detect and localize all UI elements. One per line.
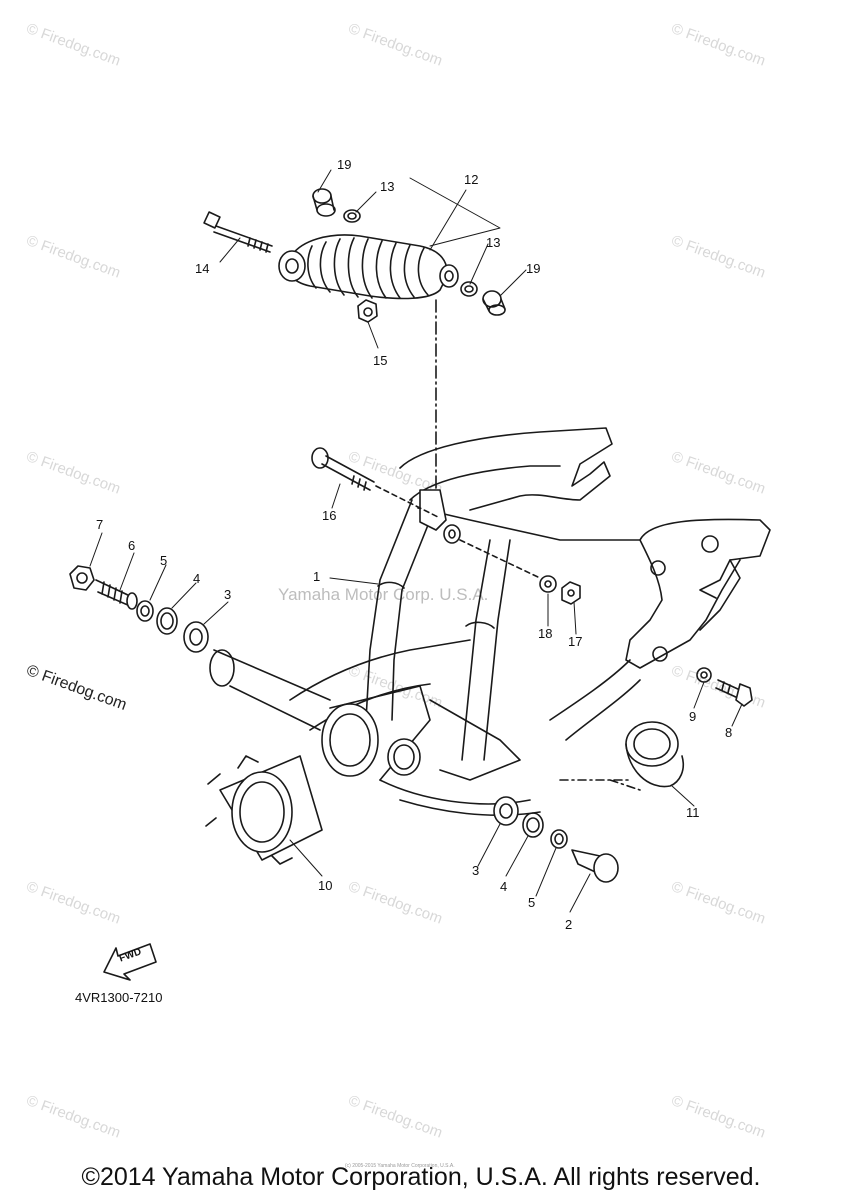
bolt-16 bbox=[311, 447, 441, 519]
nut-15 bbox=[357, 299, 378, 323]
part-label-11: 11 bbox=[686, 805, 700, 820]
washer-9 bbox=[696, 667, 712, 683]
part-label-3-left: 3 bbox=[224, 587, 232, 602]
washer-5-right bbox=[550, 829, 568, 849]
cover-11 bbox=[559, 721, 685, 791]
rear-shock-absorber bbox=[278, 234, 459, 300]
part-label-9: 9 bbox=[689, 709, 697, 724]
collar-19-right bbox=[482, 290, 506, 316]
part-label-12: 12 bbox=[464, 172, 479, 187]
pivot-shaft-2 bbox=[571, 849, 619, 883]
part-label-8: 8 bbox=[725, 725, 733, 740]
copyright-notice: ©2014 Yamaha Motor Corporation, U.S.A. A… bbox=[81, 1163, 761, 1191]
pivot-shaft-6 bbox=[95, 579, 138, 610]
part-label-17: 17 bbox=[568, 634, 583, 649]
center-watermark: Yamaha Motor Corp. U.S.A. bbox=[278, 585, 489, 604]
part-label-14: 14 bbox=[195, 261, 210, 276]
bearing-3-right bbox=[493, 796, 519, 826]
forward-arrow bbox=[103, 943, 157, 981]
collar-19-top bbox=[312, 188, 336, 217]
part-label-5-right: 5 bbox=[528, 895, 536, 910]
bearing-3-left bbox=[183, 621, 209, 653]
part-label-1: 1 bbox=[313, 569, 321, 584]
part-label-4-right: 4 bbox=[500, 879, 508, 894]
fine-print: (c) 2005-2015 Yamaha Motor Corporation, … bbox=[345, 1163, 455, 1169]
washer-13-right bbox=[460, 281, 478, 297]
part-label-10: 10 bbox=[318, 878, 333, 893]
part-label-15: 15 bbox=[373, 353, 388, 368]
bolt-8 bbox=[715, 679, 753, 707]
part-label-2: 2 bbox=[565, 917, 573, 932]
cover-10 bbox=[205, 755, 323, 865]
part-label-16: 16 bbox=[322, 508, 337, 523]
nut-17 bbox=[561, 581, 581, 605]
rear-arm-frame bbox=[209, 427, 771, 816]
part-label-13-right: 13 bbox=[486, 235, 501, 250]
washer-4-right bbox=[522, 812, 544, 838]
part-label-5-left: 5 bbox=[160, 553, 168, 568]
part-label-4-left: 4 bbox=[193, 571, 201, 586]
washer-13-top bbox=[343, 209, 361, 223]
part-label-3-right: 3 bbox=[472, 863, 480, 878]
diagram-code: 4VR1300-7210 bbox=[75, 990, 163, 1005]
washer-4-left bbox=[156, 607, 178, 635]
part-label-13-top: 13 bbox=[380, 179, 395, 194]
washer-18 bbox=[539, 575, 557, 593]
part-label-18: 18 bbox=[538, 626, 553, 641]
bolt-14 bbox=[203, 211, 273, 253]
part-label-6: 6 bbox=[128, 538, 136, 553]
part-label-19-top: 19 bbox=[337, 157, 352, 172]
part-label-19-right: 19 bbox=[526, 261, 541, 276]
nut-7 bbox=[69, 565, 95, 591]
washer-5-left bbox=[136, 600, 154, 622]
part-label-7: 7 bbox=[96, 517, 104, 532]
